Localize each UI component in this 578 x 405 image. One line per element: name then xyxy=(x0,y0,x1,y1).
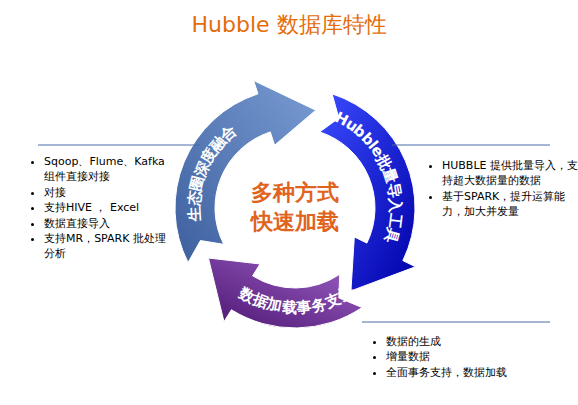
cycle-arrow: 生态圈深度融合 xyxy=(161,74,321,269)
diagram-title: Hubble 数据库特性 xyxy=(0,10,578,40)
cycle-arrow-shape xyxy=(175,81,316,263)
bullet-item: 数据的生成 xyxy=(386,334,566,349)
bullet-item: 对接 xyxy=(44,185,166,200)
arrow-label: 数据加载事务支持 xyxy=(181,243,370,342)
leader-line xyxy=(362,322,550,323)
bullet-item: 支持MR，SPARK 批处理分析 xyxy=(44,231,166,262)
center-label: 多种方式 快速加载 xyxy=(244,179,345,236)
bullet-item: 基于SPARK，提升运算能力，加大并发量 xyxy=(442,189,578,220)
bullet-list: Sqoop、Flume、Kafka 组件直接对接对接支持HIVE ， Excel… xyxy=(30,154,166,262)
bullet-item: 数据直接导入 xyxy=(44,216,166,231)
bullet-item: 支持HIVE ， Excel xyxy=(44,200,166,215)
cycle-arrow-shape xyxy=(208,258,362,328)
bullet-list: 数据的生成增量数据全面事务支持，数据加载 xyxy=(372,334,566,380)
bullet-item: 增量数据 xyxy=(386,349,566,364)
leader-line xyxy=(38,145,200,146)
cycle-arrow: 数据加载事务支持 xyxy=(181,243,370,342)
leader-line xyxy=(392,145,550,146)
bullet-item: HUBBLE 提供批量导入，支持超大数据量的数据 xyxy=(442,158,578,189)
arrow-label: 生态圈深度融合 xyxy=(161,74,321,269)
bullet-item: Sqoop、Flume、Kafka 组件直接对接 xyxy=(44,154,166,185)
bullet-list: HUBBLE 提供批量导入，支持超大数据量的数据基于SPARK，提升运算能力，加… xyxy=(428,158,578,220)
bullet-item: 全面事务支持，数据加载 xyxy=(386,365,566,380)
